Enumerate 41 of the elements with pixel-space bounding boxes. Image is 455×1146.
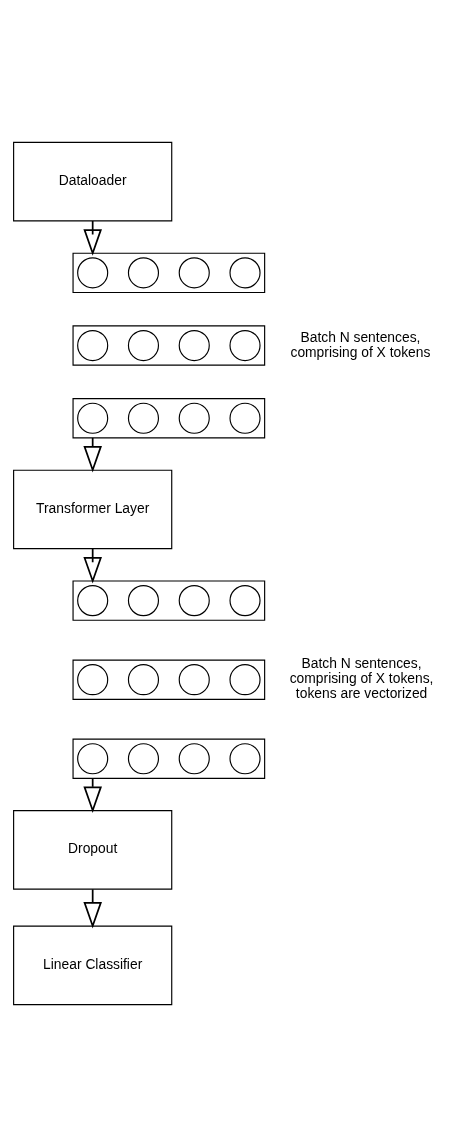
cluster (72, 579, 265, 621)
node-circle (76, 402, 108, 434)
node-circle (228, 402, 261, 434)
node-circle (127, 742, 159, 774)
node-circle (76, 663, 108, 695)
cluster (72, 397, 265, 438)
arrow (82, 777, 102, 813)
node-circle (228, 663, 261, 695)
cluster (72, 324, 265, 366)
arrow (82, 436, 102, 473)
node-circle (127, 663, 159, 695)
node-box: Dataloader (12, 141, 172, 221)
node-box: Linear Classifier (12, 925, 172, 1005)
node-circle (76, 329, 108, 361)
arrow (82, 219, 102, 256)
node-circle (127, 256, 159, 288)
node-circle (76, 584, 108, 616)
cluster (72, 738, 265, 779)
node-circle (127, 329, 159, 361)
arrow (82, 547, 102, 584)
cluster (72, 252, 265, 293)
cluster (72, 659, 265, 700)
node-circle (76, 742, 108, 774)
node-circle (178, 663, 210, 695)
arrow (82, 888, 102, 929)
node-circle (178, 329, 210, 361)
node-box: Dropout (12, 809, 172, 890)
node-circle (228, 329, 261, 361)
label: Batch N sentences, comprising of X tokens (289, 328, 430, 360)
node-circle (178, 742, 210, 774)
label: Batch N sentences, comprising of X tokens, tokens are vectorized (289, 654, 433, 701)
node-circle (76, 256, 108, 288)
node-circle (228, 584, 261, 616)
node-circle (228, 256, 261, 288)
node-circle (127, 584, 159, 616)
node-circle (178, 584, 210, 616)
node-box: Transformer Layer (12, 469, 172, 549)
node-circle (228, 742, 261, 774)
node-circle (127, 402, 159, 434)
node-circle (178, 256, 210, 288)
node-circle (178, 402, 210, 434)
